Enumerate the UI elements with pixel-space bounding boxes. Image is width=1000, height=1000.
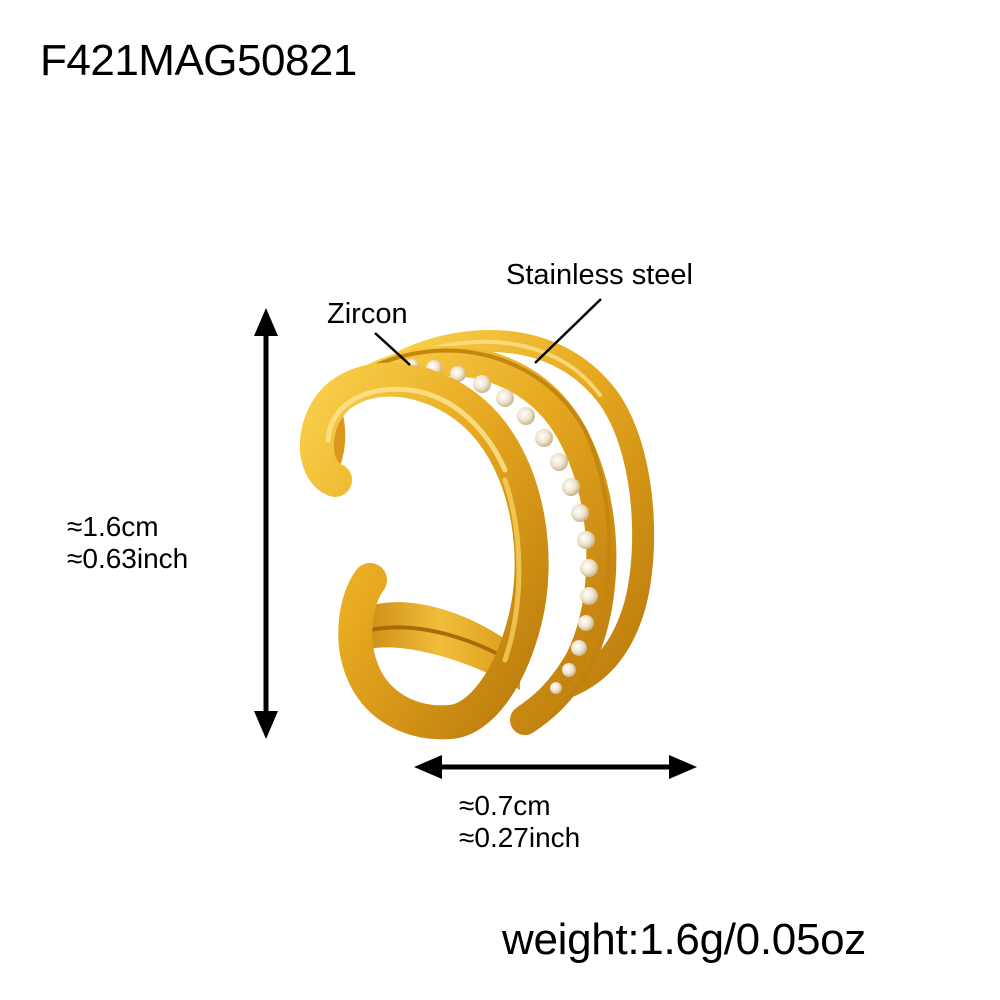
width-dimension-text: ≈0.7cm ≈0.27inch — [459, 790, 580, 854]
product-sku: F421MAG50821 — [40, 36, 357, 85]
width-dimension-arrow — [414, 755, 697, 779]
height-dimension-arrow — [254, 308, 278, 739]
width-inch: ≈0.27inch — [459, 822, 581, 853]
height-dimension-text: ≈1.6cm ≈0.63inch — [67, 511, 188, 575]
height-cm: ≈1.6cm — [67, 511, 159, 542]
product-weight: weight:1.6g/0.05oz — [502, 915, 866, 964]
ring-middle-band — [345, 345, 617, 735]
stainless-steel-callout-label: Stainless steel — [506, 259, 693, 291]
width-cm: ≈0.7cm — [459, 790, 551, 821]
stainless-steel-leader-line — [534, 298, 602, 364]
zircon-leader-line — [374, 332, 411, 366]
zircon-callout-label: Zircon — [327, 298, 408, 330]
ring-front-band — [299, 362, 549, 740]
height-inch: ≈0.63inch — [67, 543, 189, 574]
